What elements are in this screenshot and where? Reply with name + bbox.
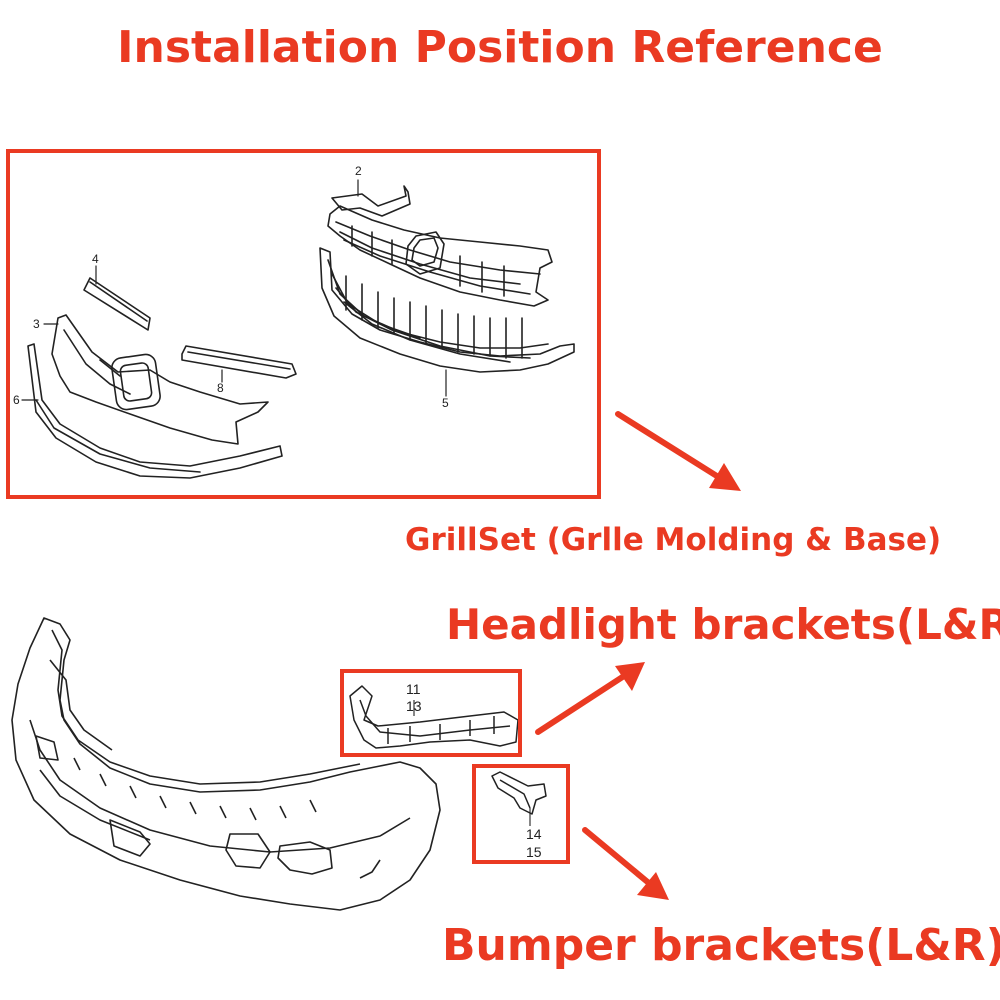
part-8-molding — [181, 345, 297, 379]
headlight-bracket-box — [340, 669, 522, 757]
part-3-grille-molding — [51, 314, 269, 445]
part-number-8: 8 — [217, 381, 224, 395]
grill-set-box — [6, 149, 601, 499]
part-number-11: 11 — [406, 681, 421, 697]
part-number-6: 6 — [13, 393, 20, 407]
part-6-strip — [27, 343, 283, 479]
page-title: Installation Position Reference — [117, 22, 883, 73]
part-5-lower-grille — [319, 247, 575, 373]
part-4-molding — [83, 277, 151, 331]
part-number-14: 14 — [526, 826, 542, 842]
part-number-5: 5 — [442, 396, 449, 410]
part-number-15: 15 — [526, 844, 542, 860]
arrow-to-headlight-label — [535, 662, 645, 735]
part-2-grille-base — [327, 185, 553, 307]
part-number-3: 3 — [33, 317, 40, 331]
headlight-bracket — [349, 685, 519, 749]
arrow-to-grill-label — [615, 411, 741, 491]
arrows — [535, 411, 741, 900]
part-number-13: 13 — [406, 698, 422, 714]
part-number-4: 4 — [92, 252, 99, 266]
part-number-2: 2 — [355, 164, 362, 178]
grill-set-label: GrillSet (Grlle Molding & Base) — [405, 522, 942, 558]
leader-lines — [21, 179, 447, 401]
bumper-bracket-box — [472, 764, 570, 864]
headlight-brackets-label: Headlight brackets(L&R) — [446, 600, 1000, 649]
bumper-bracket — [491, 771, 547, 826]
bumper-brackets-label: Bumper brackets(L&R) — [442, 920, 1000, 971]
arrow-to-bumper-label — [582, 827, 669, 900]
bumper-cover — [11, 617, 441, 911]
